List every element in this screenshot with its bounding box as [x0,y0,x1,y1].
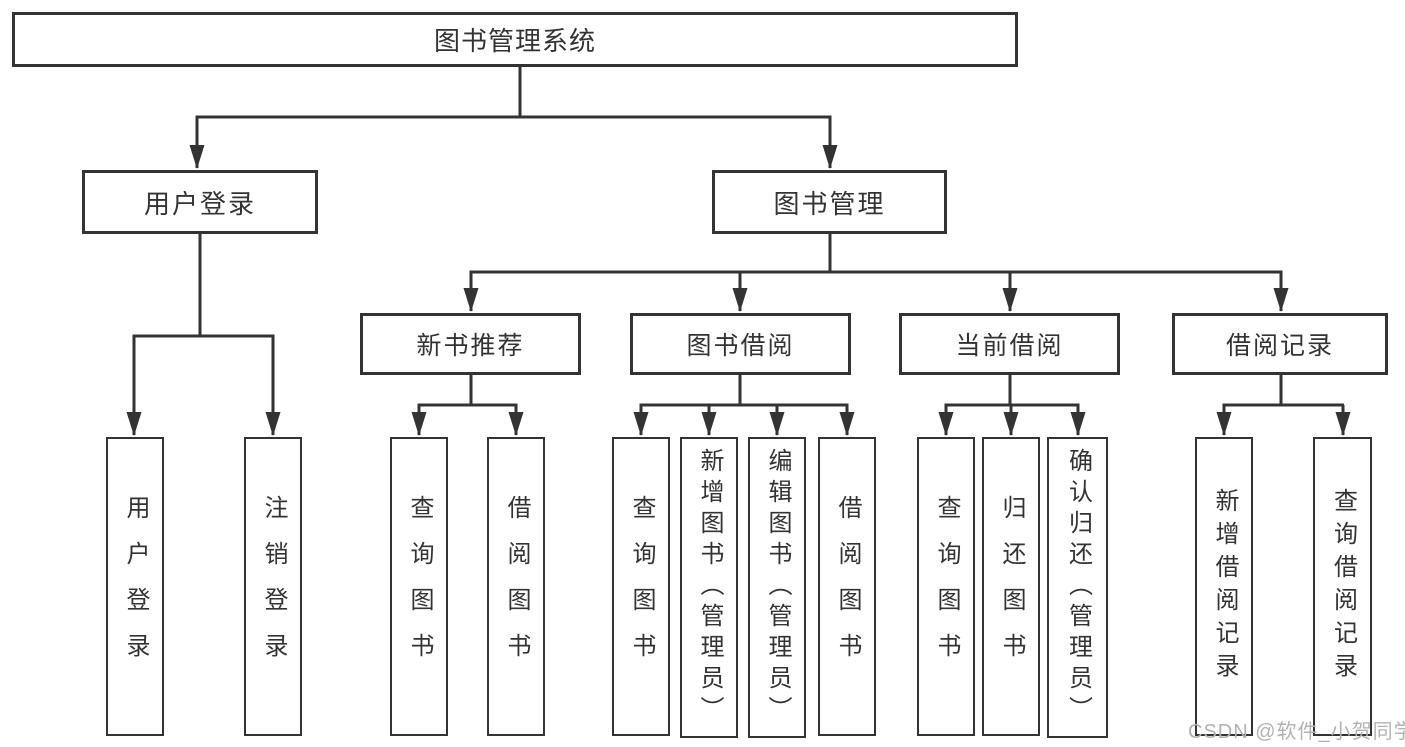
leaf-return-books: 归还图书 [982,437,1040,736]
node-root: 图书管理系统 [12,12,1018,67]
node-user-login-label: 用户登录 [143,188,256,219]
node-new-book-recommend-label: 新书推荐 [416,332,525,360]
leaf-borrow-books-borrowing: 借阅图书 [818,437,876,736]
leaf-borrow-books-borrowing-label: 借阅图书 [834,494,861,679]
leaf-user-login-label: 用户登录 [122,494,149,679]
node-borrowing-records-label: 借阅记录 [1225,332,1334,360]
leaf-add-books-admin-label: 新增图书（管理员） [696,448,723,727]
node-new-book-recommend: 新书推荐 [360,313,581,375]
leaf-logout-label: 注销登录 [260,494,287,679]
leaf-confirm-return-admin-label: 确认归还（管理员） [1064,448,1092,727]
leaf-query-books-recommend: 查询图书 [390,437,448,736]
node-current-borrowing: 当前借阅 [899,313,1120,375]
node-book-management-label: 图书管理 [773,188,886,219]
leaf-add-borrow-record-label: 新增借阅记录 [1211,487,1238,686]
leaf-edit-books-admin-label: 编辑图书（管理员） [764,448,791,727]
leaf-user-login: 用户登录 [106,437,164,736]
leaf-query-books-borrowing-label: 查询图书 [628,494,655,679]
leaf-confirm-return-admin: 确认归还（管理员） [1047,437,1108,738]
leaf-query-borrow-record: 查询借阅记录 [1313,437,1372,736]
node-book-borrowing-label: 图书借阅 [686,332,795,360]
node-book-management: 图书管理 [712,170,947,234]
csdn-watermark: CSDN @软件_小贺同学 [1188,721,1405,743]
leaf-borrow-books-recommend: 借阅图书 [487,437,545,736]
leaf-edit-books-admin: 编辑图书（管理员） [748,437,806,738]
leaf-query-books-recommend-label: 查询图书 [406,494,433,679]
leaf-query-books-current: 查询图书 [917,437,975,736]
node-root-label: 图书管理系统 [433,26,596,56]
leaf-return-books-label: 归还图书 [998,494,1025,679]
leaf-logout: 注销登录 [244,437,302,736]
leaf-query-books-borrowing: 查询图书 [612,437,670,736]
leaf-borrow-books-recommend-label: 借阅图书 [503,494,530,679]
node-user-login: 用户登录 [82,170,318,234]
node-borrowing-records: 借阅记录 [1172,313,1388,375]
leaf-add-borrow-record: 新增借阅记录 [1195,437,1253,736]
leaf-query-books-current-label: 查询图书 [933,494,960,679]
node-book-borrowing: 图书借阅 [630,313,851,375]
leaf-add-books-admin: 新增图书（管理员） [680,437,738,738]
leaf-query-borrow-record-label: 查询借阅记录 [1329,487,1357,686]
node-current-borrowing-label: 当前借阅 [955,332,1064,360]
